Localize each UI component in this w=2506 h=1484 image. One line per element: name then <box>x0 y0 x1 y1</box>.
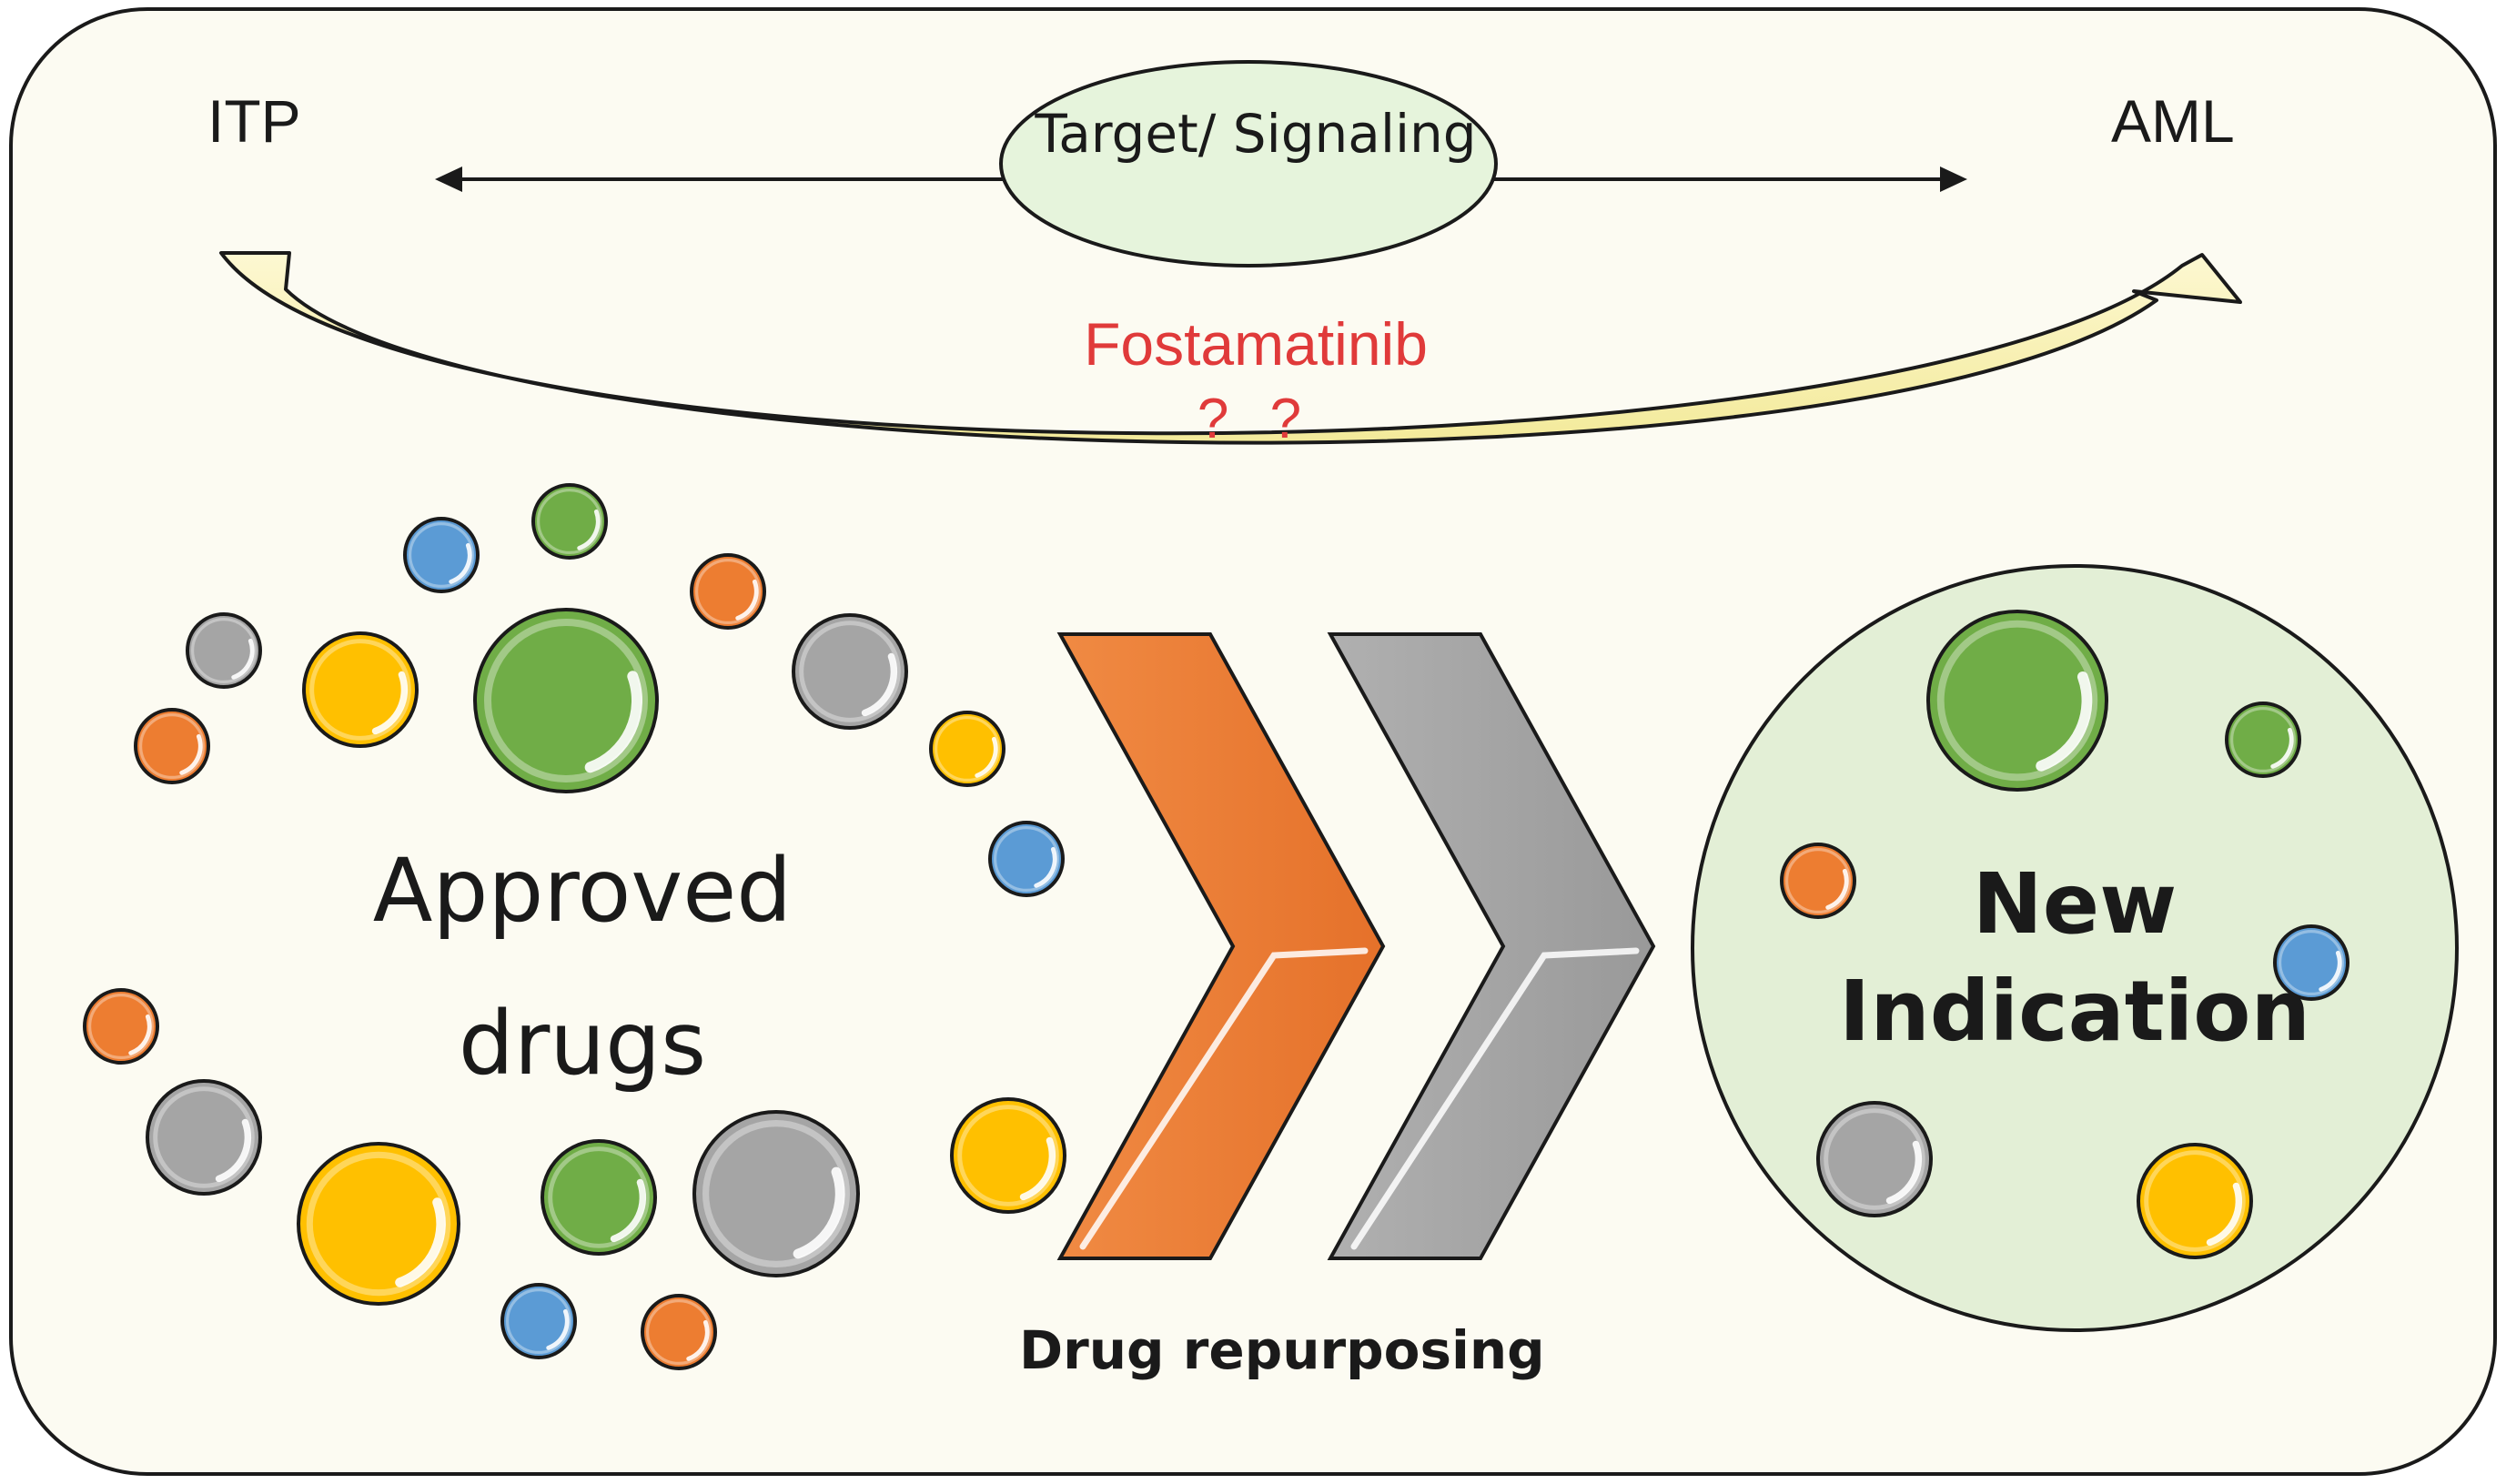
approved-drugs-label: Approved drugs <box>372 840 793 1095</box>
orange-drug-bubble <box>83 988 159 1065</box>
question-marks: ? ? <box>1197 388 1315 450</box>
gray-drug-bubble <box>692 1110 860 1277</box>
target-signaling-label: Target/ Signaling <box>1035 103 1477 165</box>
orange-drug-bubble <box>134 708 210 784</box>
yellow-drug-bubble <box>2137 1143 2253 1259</box>
gray-drug-bubble <box>186 612 262 689</box>
gray-drug-bubble <box>792 613 908 730</box>
drug-name-label: Fostamatinib <box>1084 310 1428 378</box>
orange-drug-bubble <box>690 553 766 630</box>
yellow-drug-bubble <box>929 711 1005 787</box>
green-drug-bubble <box>2225 702 2301 778</box>
blue-drug-bubble <box>988 821 1065 897</box>
green-drug-bubble <box>531 483 608 560</box>
yellow-drug-bubble <box>950 1097 1066 1214</box>
right-disease-label: AML <box>2111 87 2235 155</box>
green-drug-bubble <box>1926 610 2108 792</box>
gray-drug-bubble <box>146 1079 262 1196</box>
drug-bubbles <box>83 483 2349 1370</box>
blue-drug-bubble <box>500 1283 577 1359</box>
orange-drug-bubble <box>641 1294 717 1370</box>
orange-drug-bubble <box>1780 843 1856 919</box>
gray-drug-bubble <box>1816 1101 1933 1217</box>
target-signaling-node <box>999 60 1498 268</box>
drug-repurposing-label: Drug repurposing <box>1019 1319 1545 1381</box>
blue-drug-bubble <box>403 517 480 593</box>
green-drug-bubble <box>473 608 659 793</box>
left-disease-label: ITP <box>207 87 301 155</box>
green-drug-bubble <box>541 1139 657 1256</box>
new-indication-label: New Indication <box>1839 855 2310 1060</box>
yellow-drug-bubble <box>297 1142 460 1306</box>
gray-chevron <box>1327 632 1656 1260</box>
orange-chevron <box>1056 632 1386 1260</box>
curved-arrow <box>219 251 2242 445</box>
yellow-drug-bubble <box>302 631 419 748</box>
blue-drug-bubble <box>2273 924 2349 1001</box>
